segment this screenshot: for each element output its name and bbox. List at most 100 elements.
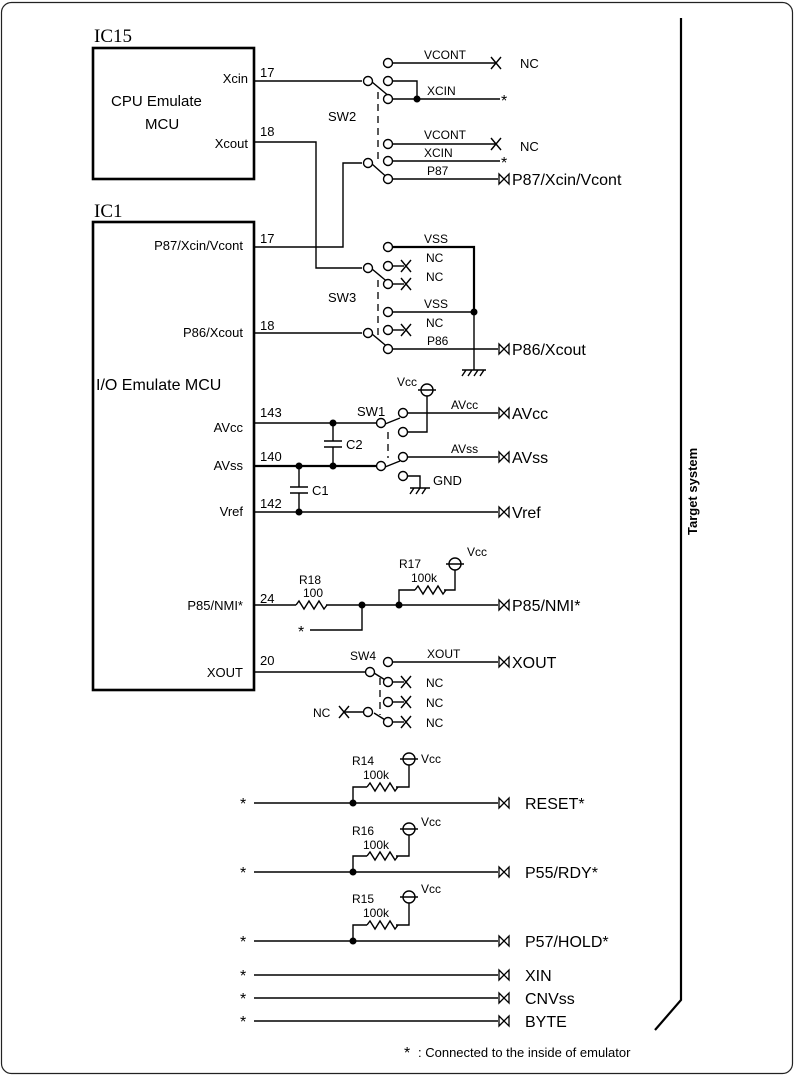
sw2-throw [382, 93, 394, 105]
sw2-throw [382, 57, 394, 69]
sw4-net-nc-1: NC [426, 676, 444, 690]
nc-cross-icon [400, 323, 412, 337]
nc-cross-icon [490, 56, 502, 70]
sw3-label: SW3 [328, 290, 356, 305]
r18-ref: R18 [299, 573, 321, 587]
wire-r17-vcc [444, 569, 456, 591]
wire-nmi-internal [310, 605, 363, 631]
resistor-r18-icon [295, 599, 328, 611]
sw3-throw [382, 324, 394, 336]
wire-sw2-xcin-bridge [392, 80, 418, 99]
ground-icon [409, 487, 430, 495]
ic1-ref: IC1 [94, 201, 123, 222]
star-marker: * [501, 93, 507, 110]
ic1-pin142-number: 142 [260, 496, 282, 511]
nc-cross-icon [400, 277, 412, 291]
ground-icon [461, 369, 486, 377]
sw1-throw [397, 407, 409, 419]
wire-ic1-p87 [254, 162, 362, 248]
connector-icon [498, 969, 510, 981]
connector-icon [498, 866, 510, 878]
wire-r14-vcc [396, 764, 410, 788]
sw2-throw [382, 155, 394, 167]
ic15-title-line2: MCU [145, 116, 179, 133]
sw2-net-vcont-1: VCONT [424, 48, 467, 62]
nc-label: NC [520, 56, 539, 71]
ic1-pin-p85: P85/NMI* [187, 598, 243, 613]
output-reset: RESET* [525, 796, 585, 813]
sw1-throw [397, 426, 409, 438]
resistor-r17-icon [414, 584, 447, 596]
sw2-group: SW2 VCONT XCIN VCONT XCIN P87 NC NC * * [254, 48, 539, 269]
wire-sw3-vss-1 [392, 245, 476, 312]
sw2-common-a [362, 75, 374, 87]
ic1-pin-avcc: AVcc [214, 420, 244, 435]
star-marker: * [240, 796, 246, 813]
wire-r15 [352, 924, 367, 941]
connector-icon [498, 451, 510, 463]
r17-ref: R17 [399, 557, 421, 571]
sw4-net-xout: XOUT [427, 647, 461, 661]
sw2-label: SW2 [328, 109, 356, 124]
wire-sw1-vcc [407, 396, 428, 433]
nc-cross-icon [400, 259, 412, 273]
wire-sw1-gnd [407, 475, 421, 488]
footnote-text: : Connected to the inside of emulator [418, 1045, 631, 1060]
sw2-net-xcin-2: XCIN [424, 146, 453, 160]
ic1-pin143-number: 143 [260, 405, 282, 420]
sw3-net-vss-1: VSS [424, 232, 448, 246]
nmi-group: R18 100 * Vcc R17 100k [254, 545, 498, 641]
ic1-pin-vref: Vref [220, 504, 244, 519]
connector-icon [498, 992, 510, 1004]
sw1-pole-b [384, 460, 401, 468]
ic1-pin17-number: 17 [260, 231, 274, 246]
star-marker: * [240, 991, 246, 1008]
wire-r16 [352, 855, 367, 872]
wire-r15-vcc [396, 902, 410, 926]
r14-value: 100k [363, 768, 390, 782]
sw1-common-b [375, 460, 387, 472]
sw4-common-a [364, 666, 376, 678]
output-xout: XOUT [512, 655, 557, 672]
r15-ref: R15 [352, 892, 374, 906]
rdy-line: * Vcc R16 100k [240, 815, 498, 882]
sw1-group: C2 C1 SW1 Vcc GND AVcc AVss [254, 375, 498, 516]
sw1-common-a [375, 417, 387, 429]
ic1-pin-p87: P87/Xcin/Vcont [154, 238, 243, 253]
sw1-throw [397, 470, 409, 482]
sw4-throw [382, 656, 394, 668]
capacitor-c2-icon [324, 423, 342, 466]
wire-r16-vcc [396, 834, 410, 857]
output-cnvss: CNVss [525, 991, 575, 1008]
nc-cross-icon [400, 675, 412, 689]
ic1-pin-p86: P86/Xcout [183, 325, 243, 340]
sw3-net-nc-3: NC [426, 316, 444, 330]
sw1-net-avss: AVss [451, 442, 478, 456]
sw1-net-avcc: AVcc [451, 398, 478, 412]
ic15-pin-xcin: Xcin [223, 71, 248, 86]
output-p87: P87/Xcin/Vcont [512, 172, 622, 189]
c2-label: C2 [346, 437, 363, 452]
connector-icon [498, 656, 510, 668]
footnote-symbol: * [404, 1045, 410, 1062]
ic15-box [91, 46, 256, 181]
sw4-net-nc-3: NC [426, 716, 444, 730]
connector-icon [498, 506, 510, 518]
sw1-label: SW1 [357, 404, 385, 419]
nc-cross-icon [400, 715, 412, 729]
resistor-r16-icon [366, 850, 399, 862]
star-marker: * [240, 968, 246, 985]
r16-ref: R16 [352, 824, 374, 838]
output-avcc: AVcc [512, 406, 548, 423]
sw3-net-nc-1: NC [426, 251, 444, 265]
wire-r14 [352, 786, 367, 803]
c1-label: C1 [312, 483, 329, 498]
resistor-r15-icon [366, 919, 399, 931]
ic15-pin18-number: 18 [260, 124, 274, 139]
r18-value: 100 [303, 586, 323, 600]
sw3-net-nc-2: NC [426, 270, 444, 284]
sw2-throw [382, 173, 394, 185]
sw2-net-xcin-1: XCIN [427, 84, 456, 98]
sw4-common-b [362, 706, 374, 718]
